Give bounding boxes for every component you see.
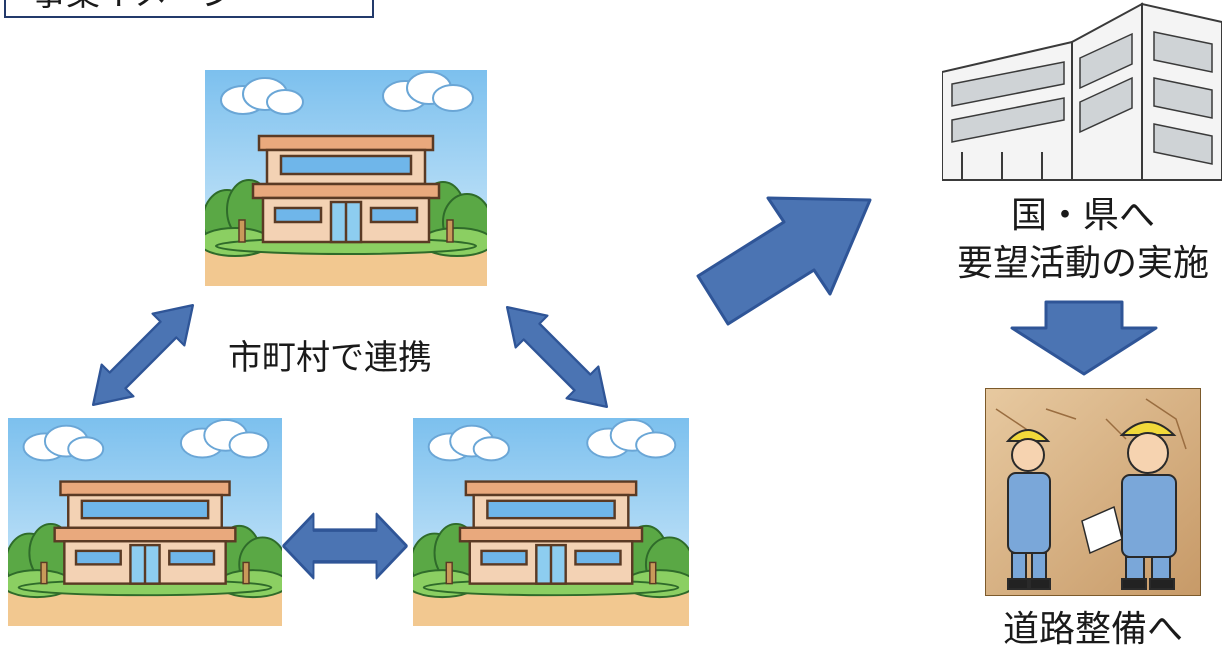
request-line-1: 国・県へ — [1010, 195, 1155, 236]
cooperation-label: 市町村で連携 — [228, 338, 432, 378]
government-building — [942, 2, 1222, 182]
municipal-office-left — [8, 418, 282, 626]
request-line-2: 要望活動の実施 — [956, 243, 1209, 284]
construction-workers-icon — [986, 389, 1200, 595]
road-workers-illustration — [985, 388, 1201, 596]
government-request-text: 国・県へ 要望活動の実施 — [953, 192, 1213, 288]
down-arrow — [1010, 300, 1158, 376]
page-title: 事業イメージ — [32, 0, 235, 14]
municipal-office-right — [413, 418, 689, 626]
municipal-office-top — [205, 70, 487, 286]
city-hall-icon — [8, 418, 282, 626]
city-hall-icon — [205, 70, 487, 286]
double-arrow-right — [502, 302, 612, 412]
double-arrow-horizontal — [282, 512, 408, 580]
result-text: 道路整備へ — [1003, 609, 1184, 650]
government-building-icon — [942, 2, 1222, 181]
big-arrow-to-government — [688, 158, 878, 348]
title-box: 事業イメージ — [4, 0, 374, 18]
double-arrow-left — [88, 300, 198, 410]
city-hall-icon — [413, 418, 689, 626]
